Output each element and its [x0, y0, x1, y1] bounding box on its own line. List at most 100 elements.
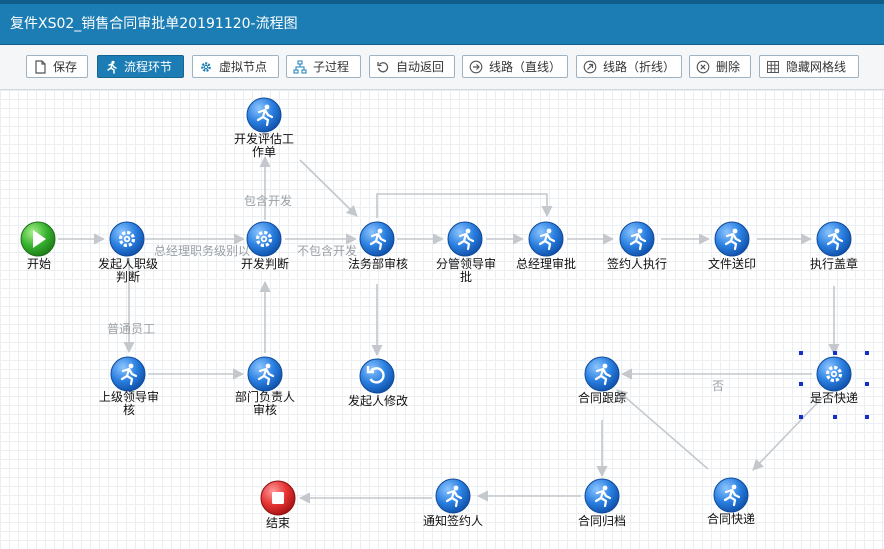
node-legal-review[interactable] — [359, 221, 395, 257]
runner-icon — [594, 363, 612, 386]
edge-label-exclude-dev: 不包含开发 — [297, 244, 358, 258]
node-label-signer-exec: 签约人执行 — [606, 257, 667, 271]
gear-icon — [118, 230, 136, 248]
node-dept-head-review[interactable] — [247, 356, 283, 392]
runner-icon — [457, 228, 475, 251]
node-dev-judge[interactable] — [246, 221, 282, 257]
node-initiator-modify[interactable] — [359, 358, 395, 394]
node-is-express[interactable] — [816, 356, 852, 392]
node-vp-review[interactable] — [447, 221, 483, 257]
flow-canvas[interactable]: 开始 发起人职级 判断 开发判断 开发评估工 作单 法务部审核 分管领导审 批 … — [0, 90, 884, 549]
arrow-up-right-circle-icon — [583, 60, 597, 73]
node-label-contract-archive: 合同归档 — [577, 514, 626, 528]
node-contract-archive[interactable] — [584, 478, 620, 514]
hide-grid-label: 隐藏网格线 — [786, 60, 847, 74]
runner-icon — [629, 228, 647, 251]
hierarchy-icon — [293, 60, 307, 73]
node-label-end: 结束 — [265, 516, 290, 530]
delete-label: 删除 — [716, 60, 741, 74]
node-label-exec-stamp: 执行盖章 — [809, 257, 858, 271]
close-circle-icon — [696, 60, 710, 73]
auto-return-button[interactable]: 自动返回 — [369, 55, 455, 78]
node-notify-signer[interactable] — [435, 478, 471, 514]
node-label-line: 核 — [122, 403, 135, 417]
gear-icon — [255, 230, 273, 248]
node-label-line: 审核 — [252, 403, 277, 417]
runner-icon — [594, 485, 612, 508]
node-label-dept-head-review: 部门负责人 审核 — [228, 391, 302, 417]
stop-icon — [272, 492, 284, 504]
node-exec-stamp[interactable] — [816, 221, 852, 257]
node-initiator-level[interactable] — [109, 221, 145, 257]
runner-icon — [724, 228, 742, 251]
node-label-dev-eval: 开发评估工 作单 — [226, 133, 302, 159]
node-label-initiator-modify: 发起人修改 — [347, 394, 408, 408]
node-leader-review[interactable] — [110, 356, 146, 392]
runner-icon — [257, 363, 275, 386]
line-straight-label: 线路（直线） — [489, 60, 562, 74]
flow-step-button[interactable]: 流程环节 — [97, 55, 184, 78]
node-label-dev-judge: 开发判断 — [240, 257, 289, 271]
title-bar: 复件XS02_销售合同审批单20191120-流程图 — [0, 0, 884, 45]
edge-label-gm-level: 总经理职务级别以 — [154, 244, 251, 258]
sub-process-label: 子过程 — [313, 60, 350, 74]
runner-icon — [120, 363, 138, 386]
line-polyline-label: 线路（折线） — [603, 60, 676, 74]
runner-icon — [445, 485, 463, 508]
gear-icon — [201, 61, 211, 72]
auto-return-label: 自动返回 — [396, 60, 445, 74]
edge-label-normal-staff: 普通员工 — [107, 322, 156, 336]
node-label-gm-approve: 总经理审批 — [515, 257, 576, 271]
title-top-stripe — [0, 0, 884, 4]
return-icon — [366, 366, 385, 384]
document-icon — [35, 59, 46, 74]
edge-dev-eval-to-legal[interactable] — [299, 159, 358, 217]
arrow-right-circle-icon — [469, 60, 483, 73]
runner-icon — [256, 104, 274, 127]
node-label-vp-review: 分管领导审 批 — [428, 258, 504, 284]
grid-icon — [767, 60, 779, 73]
sub-process-button[interactable]: 子过程 — [286, 55, 361, 78]
line-straight-button[interactable]: 线路（直线） — [462, 55, 568, 78]
node-label-line: 判断 — [115, 270, 140, 284]
node-label-line: 分管领导审 — [435, 257, 496, 271]
edge-label-include-dev: 包含开发 — [244, 194, 293, 208]
rotate-icon — [377, 61, 389, 72]
node-contract-track[interactable] — [584, 356, 620, 392]
gear-icon — [825, 365, 843, 383]
runner-icon — [107, 60, 117, 74]
virtual-node-button[interactable]: 虚拟节点 — [192, 55, 279, 78]
node-end[interactable] — [260, 480, 296, 516]
node-label-contract-track: 合同跟踪 — [577, 391, 626, 405]
save-button[interactable]: 保存 — [26, 55, 88, 78]
node-label-leader-review: 上级领导审 核 — [92, 391, 166, 417]
window-title: 复件XS02_销售合同审批单20191120-流程图 — [10, 16, 298, 32]
node-contract-express[interactable] — [713, 477, 749, 513]
node-label-legal-review: 法务部审核 — [347, 257, 408, 271]
node-label-line: 发起人职级 — [97, 257, 158, 271]
edge-express-to-track[interactable] — [616, 389, 709, 470]
node-label-notify-signer: 通知签约人 — [422, 514, 483, 528]
node-label-contract-express: 合同快递 — [706, 512, 755, 526]
runner-icon — [723, 484, 741, 507]
node-label-line: 开发评估工 — [233, 132, 294, 146]
delete-button[interactable]: 删除 — [689, 55, 751, 78]
node-gm-approve[interactable] — [528, 221, 564, 257]
runner-icon — [538, 228, 556, 251]
flow-diagram — [20, 97, 869, 516]
node-label-start: 开始 — [26, 257, 51, 271]
line-polyline-button[interactable]: 线路（折线） — [576, 55, 682, 78]
save-label: 保存 — [53, 60, 78, 74]
node-doc-print[interactable] — [714, 221, 750, 257]
node-start[interactable] — [20, 221, 56, 257]
node-label-line: 作单 — [251, 145, 276, 159]
node-label-is-express: 是否快递 — [809, 391, 858, 405]
play-icon — [33, 230, 46, 248]
edge-legal-to-gm[interactable] — [376, 193, 553, 218]
hide-grid-button[interactable]: 隐藏网格线 — [759, 55, 859, 78]
edge-express-check-to-express[interactable] — [752, 397, 823, 471]
node-label-doc-print: 文件送印 — [707, 257, 756, 271]
node-signer-exec[interactable] — [619, 221, 655, 257]
toolbar: 保存 流程环节 虚拟节点 子过程 自动返回 线路（直线） 线路（折线） 删除 隐… — [0, 45, 884, 90]
node-dev-eval[interactable] — [246, 97, 282, 133]
